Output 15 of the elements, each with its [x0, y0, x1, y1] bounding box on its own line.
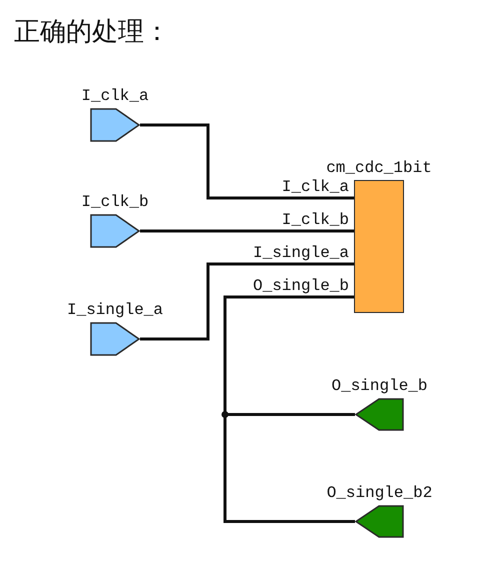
pin-label: I_single_a	[252, 245, 349, 261]
module-name: cm_cdc_1bit	[326, 160, 432, 176]
pin-label: I_clk_a	[282, 179, 349, 195]
port-label: O_single_b2	[326, 485, 432, 501]
port-label: I_clk_b	[81, 194, 149, 210]
port-label: O_single_b	[332, 378, 428, 394]
wire	[224, 296, 355, 523]
pin-label: I_clk_b	[282, 212, 349, 228]
wire	[140, 262, 354, 340]
wire	[140, 230, 354, 232]
port-label: I_clk_a	[81, 88, 149, 104]
port-label: I_single_a	[67, 302, 163, 318]
pin-label: O_single_b	[252, 278, 349, 294]
title: 正确的处理：	[14, 16, 170, 48]
wire	[140, 124, 354, 200]
